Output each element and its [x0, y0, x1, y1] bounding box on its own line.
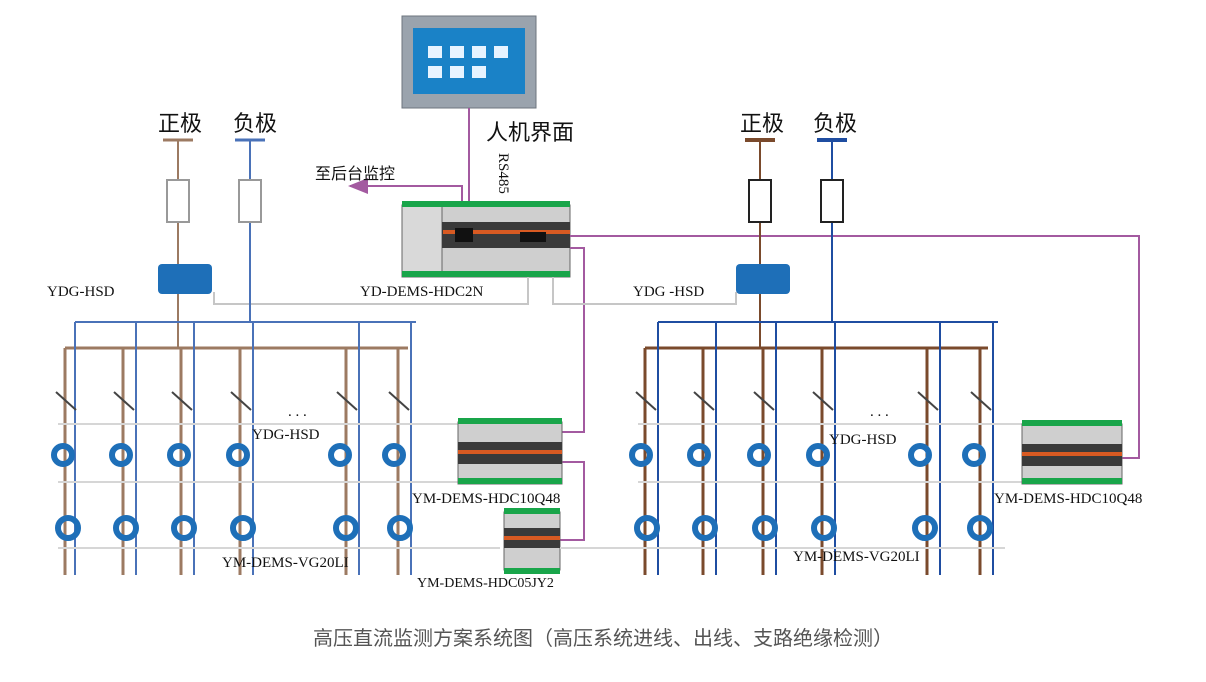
- main-to-left-module: [562, 247, 585, 433]
- right-module-label: YM-DEMS-HDC10Q48: [994, 491, 1143, 507]
- right-ct-label: YM-DEMS-VG20LI: [793, 549, 920, 565]
- hmi-panel: [401, 15, 537, 109]
- left-breakers: [55, 391, 410, 411]
- left-negative-label: 负极: [233, 112, 278, 137]
- right-positive-label: 正极: [740, 112, 785, 137]
- left-ydg-sensors: [51, 443, 406, 467]
- right-branches: [560, 322, 1022, 575]
- right-ydg-sensors: [629, 443, 986, 467]
- left-module-label: YM-DEMS-HDC10Q48: [412, 491, 561, 507]
- right-bus: [645, 138, 998, 350]
- left-ct-label: YM-DEMS-VG20LI: [222, 555, 349, 571]
- main-unit-label: YD-DEMS-HDC2N: [360, 284, 484, 300]
- left-ydg-link: [213, 277, 529, 305]
- main-unit-device: [401, 201, 571, 278]
- hmi-label: 人机界面: [486, 121, 575, 146]
- to-backend-label: 至后台监控: [315, 164, 396, 183]
- main-to-right-module: [570, 235, 1140, 459]
- right-dots: . . .: [870, 404, 889, 420]
- small-module-device: [503, 508, 561, 574]
- small-module-label: YM-DEMS-HDC05JY2: [417, 576, 554, 591]
- left-ydg-top-label: YDG-HSD: [47, 284, 115, 300]
- left-branches: [51, 322, 500, 575]
- left-module-to-small: [560, 461, 585, 541]
- left-ct-sensors: [55, 515, 413, 541]
- right-breakers: [635, 391, 992, 411]
- right-module-device: [1021, 420, 1123, 485]
- left-ydg-mid-label: YDG-HSD: [252, 427, 320, 443]
- left-module-device: [457, 418, 563, 485]
- right-ydg-top-label: YDG -HSD: [633, 284, 705, 300]
- rs485-label: RS485: [495, 153, 511, 194]
- right-negative-label: 负极: [813, 112, 858, 137]
- left-positive-label: 正极: [158, 112, 203, 137]
- right-ydg-mid-label: YDG-HSD: [829, 432, 897, 448]
- left-dots: . . .: [288, 404, 307, 420]
- left-bus: [65, 138, 416, 350]
- right-ct-sensors: [634, 515, 993, 541]
- backend-arrow: [348, 178, 463, 205]
- caption: 高压直流监测方案系统图（高压系统进线、出线、支路绝缘检测）: [313, 626, 893, 650]
- right-ydg-link: [552, 277, 737, 305]
